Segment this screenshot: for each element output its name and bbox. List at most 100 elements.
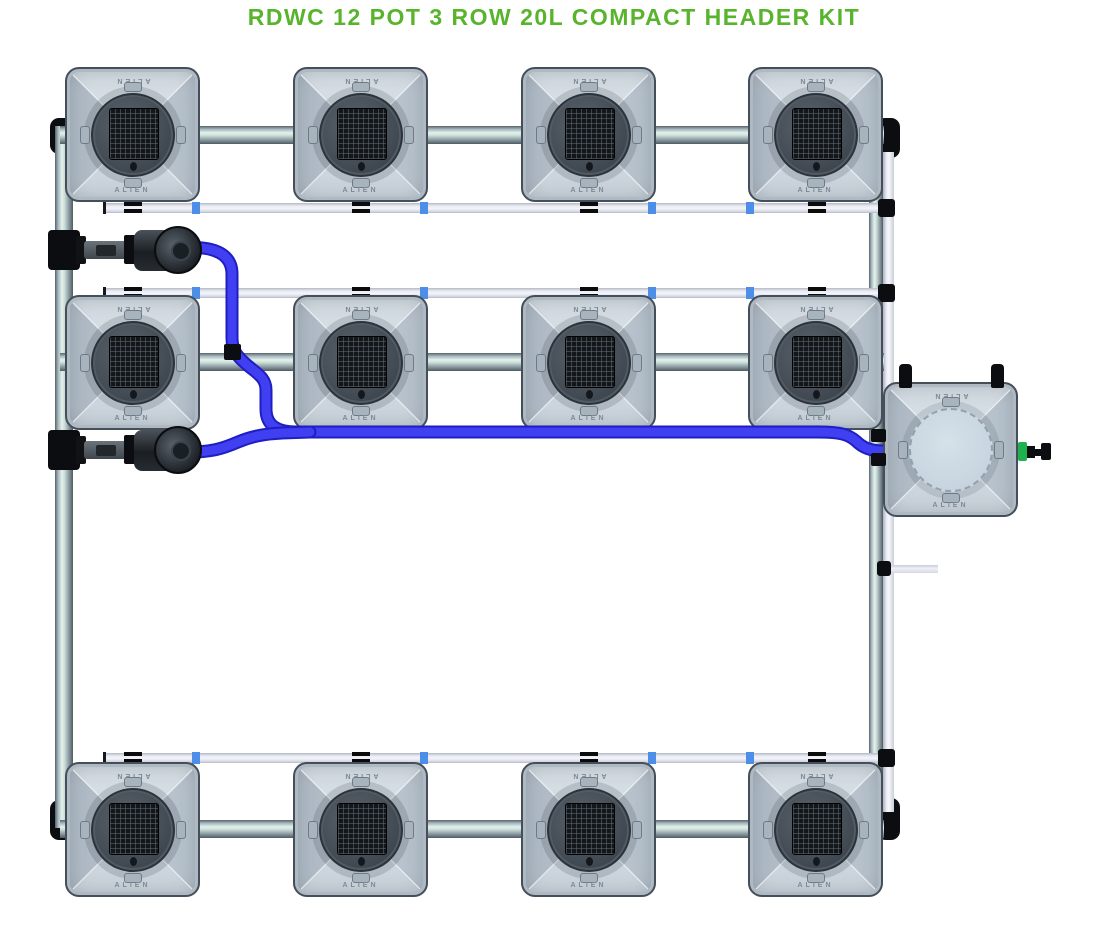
- drain-hole-icon: [812, 389, 820, 399]
- pipe-band: [192, 202, 200, 214]
- mesh-basket: [108, 335, 159, 388]
- pipe-band: [648, 287, 656, 299]
- lid-tab: [858, 820, 869, 839]
- row1-return-pipe: [103, 201, 891, 215]
- pump-nut: [76, 436, 86, 464]
- lid-tab: [535, 820, 546, 839]
- pipe-clip: [352, 202, 370, 214]
- pot-lid: [546, 92, 631, 177]
- lid-tab: [403, 353, 414, 372]
- pot-lid: [90, 320, 175, 405]
- blue-tube: [175, 427, 315, 457]
- lid-tab: [579, 872, 598, 883]
- mesh-basket: [791, 107, 842, 160]
- lid-tab: [579, 309, 598, 320]
- lid-tab: [403, 125, 414, 144]
- header-tank: ALIEN ALIEN: [871, 364, 1051, 517]
- tee-fitting: [48, 430, 80, 470]
- row2-link-pipe: [60, 353, 884, 371]
- blue-tube-outline: [174, 240, 896, 458]
- drain-hole-icon: [357, 161, 365, 171]
- pot: ALIEN ALIEN: [293, 67, 428, 202]
- lid-tab: [403, 820, 414, 839]
- tank-post: [899, 364, 912, 388]
- pot-brand-label: ALIEN: [570, 415, 607, 422]
- drain-hole-icon: [585, 856, 593, 866]
- pot-brand-label: ALIEN: [114, 882, 151, 889]
- pipe-band: [648, 202, 656, 214]
- pot: ALIEN ALIEN: [65, 762, 200, 897]
- pipe-clip: [124, 202, 142, 214]
- pipe-end-tick: [103, 202, 106, 214]
- lid-tab: [175, 353, 186, 372]
- lid-tab: [535, 353, 546, 372]
- row3-link-pipe: [60, 820, 884, 838]
- lid-tab: [351, 177, 370, 188]
- lid-tab: [79, 353, 90, 372]
- lid-tab: [579, 177, 598, 188]
- lid-tab: [762, 820, 773, 839]
- lid-tab: [535, 125, 546, 144]
- mesh-basket: [564, 335, 615, 388]
- drain-hole-icon: [129, 856, 137, 866]
- pot: ALIEN ALIEN: [293, 295, 428, 430]
- pot: ALIEN ALIEN: [748, 67, 883, 202]
- pipe-clip: [808, 202, 826, 214]
- pump-nut: [124, 435, 136, 464]
- drain-valve-knob: [1041, 443, 1051, 460]
- pot-brand-label: ALIEN: [342, 882, 379, 889]
- inlet-fitting: [871, 453, 886, 466]
- blue-tube: [176, 242, 894, 456]
- lid-tab: [806, 776, 825, 787]
- tube-clip: [224, 344, 241, 360]
- lid-tab: [351, 309, 370, 320]
- inlet-fitting: [871, 429, 886, 442]
- tank-brand-label: ALIEN: [932, 502, 969, 509]
- pipe-band: [420, 202, 428, 214]
- lid-tab: [579, 776, 598, 787]
- mesh-basket: [791, 802, 842, 855]
- lid-tab: [351, 405, 370, 416]
- riser-tee-fitting: [878, 284, 895, 302]
- drain-stub-pipe: [891, 565, 938, 573]
- pot-brand-label: ALIEN: [570, 882, 607, 889]
- pipe-clip: [580, 202, 598, 214]
- lid-tab: [631, 125, 642, 144]
- lid-tab: [123, 776, 142, 787]
- drain-stub-clip: [877, 561, 891, 576]
- riser-tee-fitting: [878, 199, 895, 217]
- pot: ALIEN ALIEN: [521, 762, 656, 897]
- pot-lid: [318, 92, 403, 177]
- lid-tab: [79, 820, 90, 839]
- lid-tab: [123, 177, 142, 188]
- water-pump: [48, 426, 208, 476]
- pot-brand-label: ALIEN: [797, 882, 834, 889]
- drain-valve-handle: [1027, 446, 1035, 458]
- drain-hole-icon: [585, 161, 593, 171]
- pipe-clip: [580, 752, 598, 764]
- pump-nut: [76, 236, 86, 264]
- lid-tab: [631, 353, 642, 372]
- pot-brand-label: ALIEN: [114, 415, 151, 422]
- lid-tab: [175, 125, 186, 144]
- pipe-band: [746, 287, 754, 299]
- lid-tab: [762, 125, 773, 144]
- lid-tab: [631, 820, 642, 839]
- tank-post: [991, 364, 1004, 388]
- mesh-basket: [336, 802, 387, 855]
- pot-lid: [546, 787, 631, 872]
- lid-tab: [806, 872, 825, 883]
- pump-impeller-icon: [171, 441, 191, 461]
- pipe-clip: [352, 752, 370, 764]
- pump-nut: [124, 235, 136, 264]
- lid-tab: [123, 872, 142, 883]
- lid-tab: [897, 440, 908, 459]
- lid-tab: [351, 872, 370, 883]
- pot-lid: [318, 320, 403, 405]
- lid-tab: [762, 353, 773, 372]
- lid-tab: [79, 125, 90, 144]
- lid-tab: [579, 405, 598, 416]
- pot: ALIEN ALIEN: [521, 67, 656, 202]
